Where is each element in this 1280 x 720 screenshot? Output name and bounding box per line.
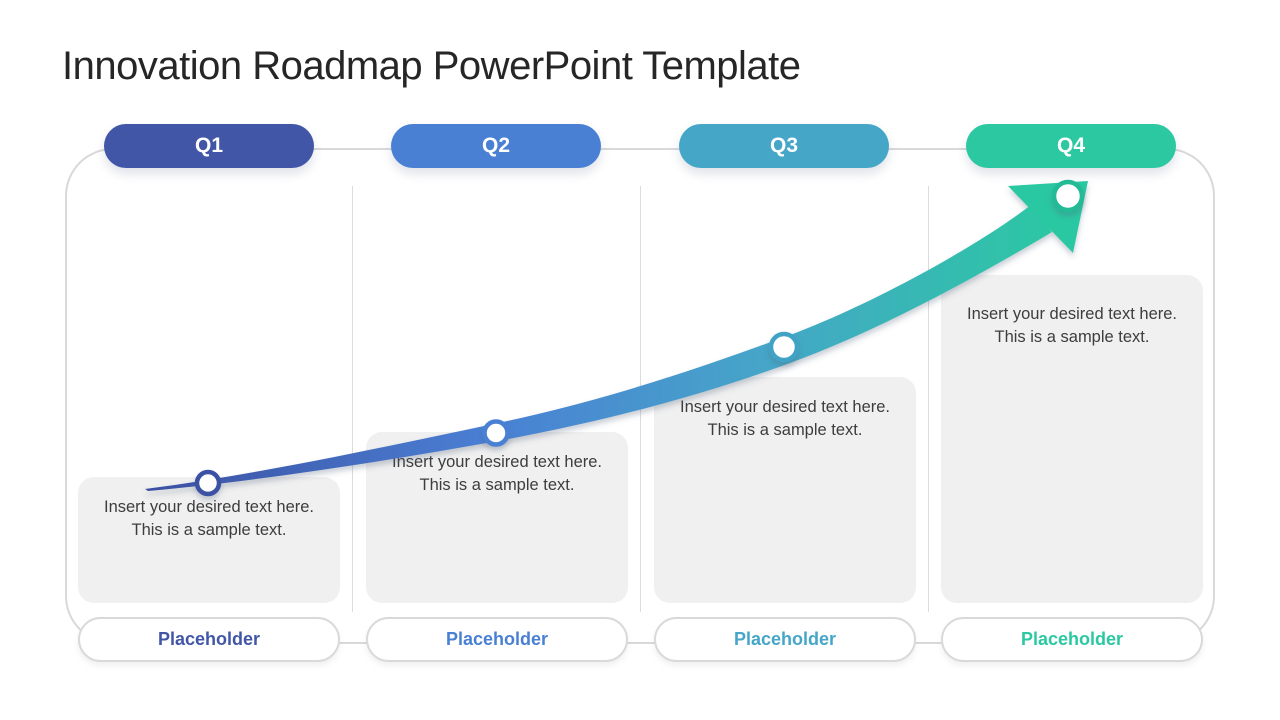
text-card-q1[interactable]: Insert your desired text here. This is a… [78, 477, 340, 603]
column-divider-1 [352, 186, 353, 612]
column-divider-3 [928, 186, 929, 612]
text-card-q2[interactable]: Insert your desired text here. This is a… [366, 432, 628, 603]
quarter-pill-q4[interactable]: Q4 [966, 124, 1176, 168]
roadmap-frame [65, 148, 1215, 644]
quarter-pill-q2[interactable]: Q2 [391, 124, 601, 168]
text-card-q4[interactable]: Insert your desired text here. This is a… [941, 275, 1203, 603]
placeholder-pill-q4[interactable]: Placeholder [941, 617, 1203, 662]
placeholder-pill-q2[interactable]: Placeholder [366, 617, 628, 662]
column-divider-2 [640, 186, 641, 612]
text-card-q3[interactable]: Insert your desired text here. This is a… [654, 377, 916, 603]
placeholder-pill-q1[interactable]: Placeholder [78, 617, 340, 662]
quarter-pill-q1[interactable]: Q1 [104, 124, 314, 168]
slide-title: Innovation Roadmap PowerPoint Template [62, 44, 801, 88]
placeholder-pill-q3[interactable]: Placeholder [654, 617, 916, 662]
quarter-pill-q3[interactable]: Q3 [679, 124, 889, 168]
